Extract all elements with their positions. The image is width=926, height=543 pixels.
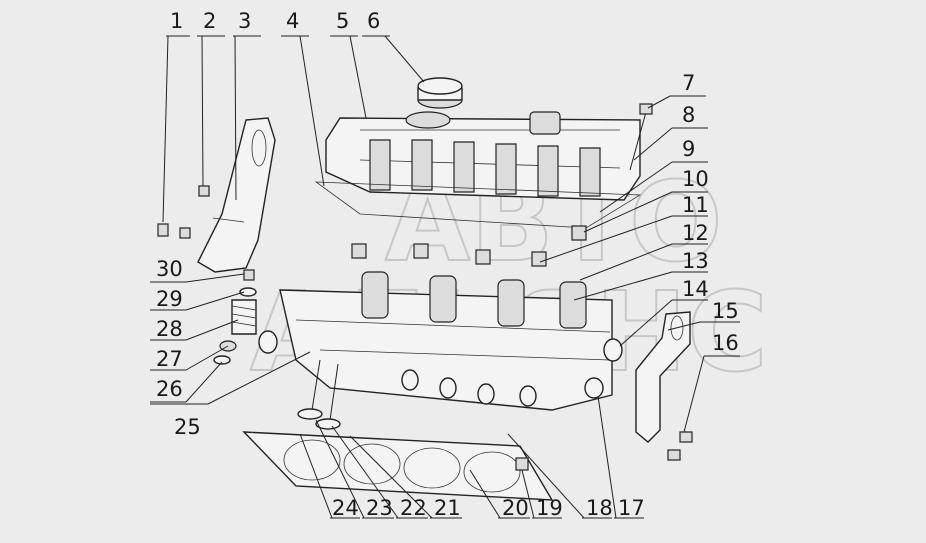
- callout-1: 1: [170, 9, 183, 33]
- callout-9: 9: [682, 137, 695, 161]
- lifting-bracket-left: [197, 117, 276, 273]
- callout-6: 6: [367, 9, 380, 33]
- callout-29: 29: [156, 287, 183, 311]
- plug-right: [603, 338, 623, 362]
- callout-17: 17: [618, 496, 645, 520]
- callout-28: 28: [156, 317, 183, 341]
- callout-11: 11: [682, 193, 709, 217]
- callout-2: 2: [203, 9, 216, 33]
- dowel-bolt: [515, 457, 529, 471]
- callout-4: 4: [286, 9, 299, 33]
- callout-24: 24: [332, 496, 359, 520]
- long-bolt: [629, 103, 653, 171]
- seal-ring-left: [258, 330, 278, 354]
- callout-13: 13: [682, 249, 709, 273]
- callout-15: 15: [712, 299, 739, 323]
- callout-3: 3: [238, 9, 251, 33]
- callout-26: 26: [156, 377, 183, 401]
- valve-tappets: [351, 225, 587, 267]
- callout-23: 23: [366, 496, 393, 520]
- callout-30: 30: [156, 257, 183, 281]
- valve-cover: [325, 111, 641, 201]
- callout-14: 14: [682, 277, 709, 301]
- callout-12: 12: [682, 221, 709, 245]
- callout-27: 27: [156, 347, 183, 371]
- callout-16: 16: [712, 331, 739, 355]
- callout-8: 8: [682, 103, 695, 127]
- callout-7: 7: [682, 71, 695, 95]
- callout-10: 10: [682, 167, 709, 191]
- callout-25: 25: [174, 415, 201, 439]
- head-gasket: [242, 431, 554, 501]
- callout-labels: 1 2 3 4 5 6 7 8 9 10 11 12 13 14 15 16 1…: [156, 9, 739, 520]
- callout-20: 20: [502, 496, 529, 520]
- lifting-bracket-right: [635, 311, 691, 443]
- oil-filler-cap: [417, 77, 463, 109]
- callout-22: 22: [400, 496, 427, 520]
- bolt-right-2: [667, 449, 681, 461]
- callout-21: 21: [434, 496, 461, 520]
- callout-18: 18: [586, 496, 613, 520]
- callout-5: 5: [336, 9, 349, 33]
- cylinder-head: [279, 271, 613, 411]
- leader-lines: [150, 35, 740, 519]
- bolt-group-left: [157, 185, 210, 239]
- callout-19: 19: [536, 496, 563, 520]
- bolt-right-1: [679, 431, 693, 443]
- seal-ring-right: [584, 377, 604, 399]
- valves: [297, 359, 341, 430]
